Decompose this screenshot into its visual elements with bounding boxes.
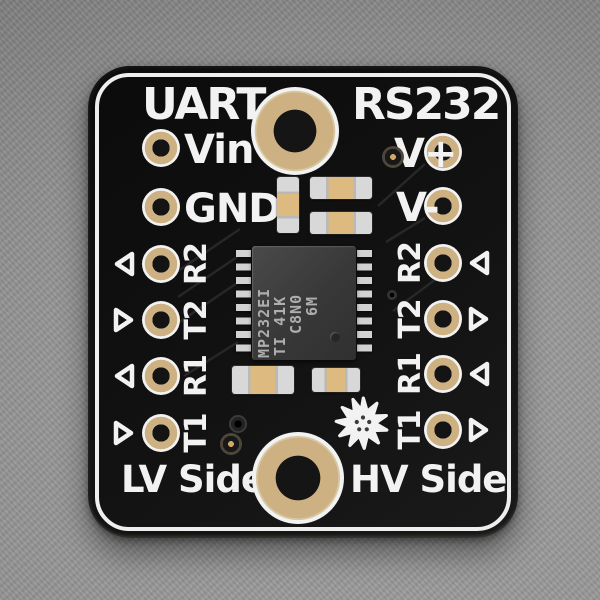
- via: [387, 290, 397, 300]
- pin-hole-right-t1: [424, 411, 462, 449]
- pin-label-right-r1: R1: [393, 353, 428, 395]
- pin-label-vin: Vin: [184, 127, 254, 173]
- arrow-right-icon: [468, 417, 489, 443]
- chip-marking: MP232EI TI 41K C8N0 6M: [255, 248, 352, 358]
- pin-hole-right-t2: [424, 300, 462, 338]
- pin-label-right-t1: T1: [393, 410, 428, 450]
- chip-marking-line: C8N0: [287, 293, 305, 334]
- chip-marking-line: TI 41K: [271, 295, 289, 356]
- pin-label-vminus: V-: [396, 185, 440, 231]
- pin-hole-right-r1: [424, 355, 462, 393]
- pin-hole-right-vplus: [424, 133, 462, 171]
- title-lv-side: LV Side: [121, 458, 266, 501]
- adafruit-flower-icon: [334, 396, 389, 450]
- arrow-right-icon: [468, 306, 489, 332]
- chip-pin1-dimple: [330, 332, 340, 342]
- pcb-board: UART RS232 LV Side HV Side Vin GND V+ V-…: [88, 66, 518, 538]
- title-hv-side: HV Side: [350, 458, 507, 501]
- capacitor: [312, 368, 360, 392]
- arrow-left-icon: [114, 363, 135, 389]
- pin-hole-left-r2: [142, 245, 180, 283]
- mounting-hole-bottom: [252, 432, 344, 524]
- arrow-right-icon: [113, 307, 134, 333]
- pin-hole-left-r1: [142, 357, 180, 395]
- mounting-hole-top: [251, 87, 339, 175]
- pin-hole-left-gnd: [142, 188, 180, 226]
- pin-label-left-t1: T1: [179, 413, 214, 453]
- capacitor: [232, 366, 294, 394]
- pin-hole-left-t2: [142, 301, 180, 339]
- chip-marking-line: 6M: [303, 295, 321, 316]
- test-point: [382, 146, 404, 168]
- capacitor: [310, 212, 372, 234]
- arrow-left-icon: [469, 361, 490, 387]
- trace-lines: [177, 163, 441, 378]
- chip-marking-line: MP232EI: [255, 287, 273, 358]
- pin-label-left-r2: R2: [179, 243, 214, 285]
- pin-hole-right-r2: [424, 244, 462, 282]
- arrow-left-icon: [114, 251, 135, 277]
- capacitor: [277, 177, 299, 233]
- arrow-left-icon: [469, 250, 490, 276]
- pin-label-left-r1: R1: [179, 355, 214, 397]
- pin-hole-left-vin: [142, 129, 180, 167]
- chip-leads-left: [236, 250, 251, 358]
- pin-label-right-r2: R2: [393, 242, 428, 284]
- pin-hole-left-t1: [142, 414, 180, 452]
- via: [229, 415, 247, 433]
- title-uart: UART: [142, 79, 266, 130]
- arrow-right-icon: [113, 420, 134, 446]
- pin-label-right-t2: T2: [393, 299, 428, 339]
- pin-label-gnd: GND: [184, 186, 282, 232]
- ic-chip: [252, 246, 356, 360]
- pin-label-vplus: V+: [394, 131, 457, 177]
- capacitor: [310, 177, 372, 199]
- title-rs232: RS232: [352, 79, 501, 130]
- test-point: [220, 433, 242, 455]
- chip-leads-right: [357, 250, 372, 358]
- pin-hole-right-vminus: [424, 187, 462, 225]
- pin-label-left-t2: T2: [179, 300, 214, 340]
